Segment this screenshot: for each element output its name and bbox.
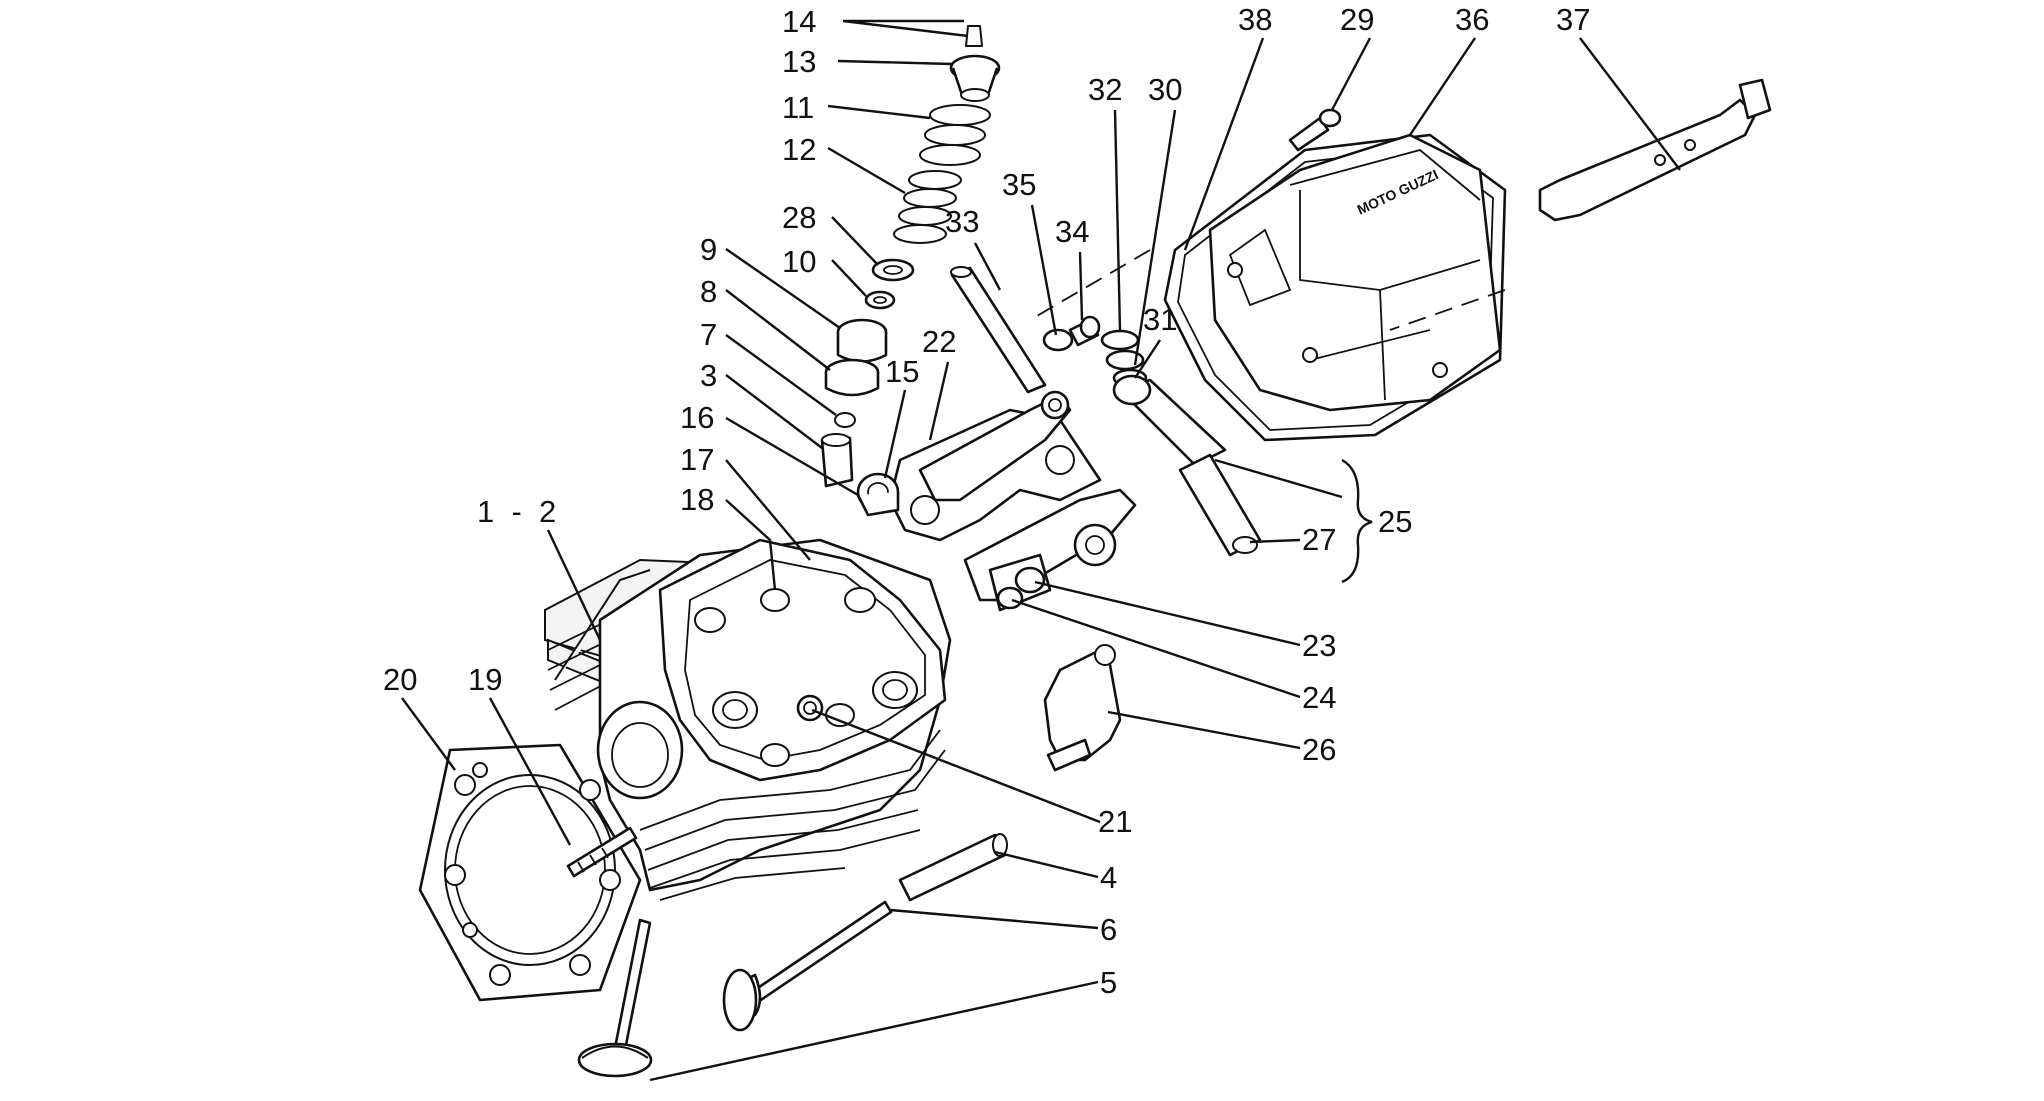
callout-8: 8 <box>700 274 717 309</box>
callout-25: 25 <box>1378 504 1412 539</box>
callout-4: 4 <box>1100 860 1117 895</box>
callout-34: 34 <box>1055 214 1089 249</box>
callout-23: 23 <box>1302 628 1336 663</box>
callout-33: 33 <box>945 204 979 239</box>
callout-27: 27 <box>1302 522 1336 557</box>
callout-7: 7 <box>700 317 717 352</box>
callout-38: 38 <box>1238 2 1272 37</box>
callout-22: 22 <box>922 324 956 359</box>
callout-labels: 14 13 11 12 28 10 9 8 7 3 16 17 18 1 - 2… <box>383 2 1590 1000</box>
callout-17: 17 <box>680 442 714 477</box>
exhaust-valve <box>577 918 653 1078</box>
valve-spring-assembly <box>820 25 1001 488</box>
callout-3: 3 <box>700 358 717 393</box>
callout-37: 37 <box>1556 2 1590 37</box>
callout-30: 30 <box>1148 72 1182 107</box>
callout-6: 6 <box>1100 912 1117 947</box>
callout-1-2: 1 - 2 <box>477 494 556 529</box>
valve-cover: MOTO GUZZI <box>1208 133 1502 412</box>
rocker-arm-lower <box>963 488 1137 612</box>
callout-21: 21 <box>1098 804 1132 839</box>
cylinder-head <box>544 538 952 901</box>
callout-16: 16 <box>680 400 714 435</box>
callout-24: 24 <box>1302 680 1336 715</box>
callout-11: 11 <box>782 90 814 125</box>
callout-14: 14 <box>782 4 816 39</box>
callout-31: 31 <box>1143 302 1177 337</box>
callout-26: 26 <box>1302 732 1336 767</box>
rocker-bushing <box>856 472 900 517</box>
cover-guard <box>1538 78 1772 222</box>
callout-9: 9 <box>700 232 717 267</box>
callout-12: 12 <box>782 132 816 167</box>
callout-5: 5 <box>1100 965 1117 1000</box>
intake-valve <box>722 900 893 1032</box>
cover-bolt <box>1288 108 1342 152</box>
callout-13: 13 <box>782 44 816 79</box>
head-gasket <box>418 743 642 1002</box>
callout-15: 15 <box>885 354 919 389</box>
shaft-end-parts <box>1042 315 1148 388</box>
stud-bolt <box>566 826 638 878</box>
tappet-lever <box>1043 644 1122 772</box>
callout-18: 18 <box>680 482 714 517</box>
callout-19: 19 <box>468 662 502 697</box>
callout-36: 36 <box>1455 2 1489 37</box>
callout-10: 10 <box>782 244 816 279</box>
valve-guide <box>898 833 1008 902</box>
callout-28: 28 <box>782 200 816 235</box>
rocker-arm-upper <box>918 390 1072 502</box>
pushrod <box>950 266 1047 394</box>
callout-32: 32 <box>1088 72 1122 107</box>
leader-lines <box>401 19 1681 1082</box>
callout-35: 35 <box>1002 167 1036 202</box>
callout-20: 20 <box>383 662 417 697</box>
callout-29: 29 <box>1340 2 1374 37</box>
